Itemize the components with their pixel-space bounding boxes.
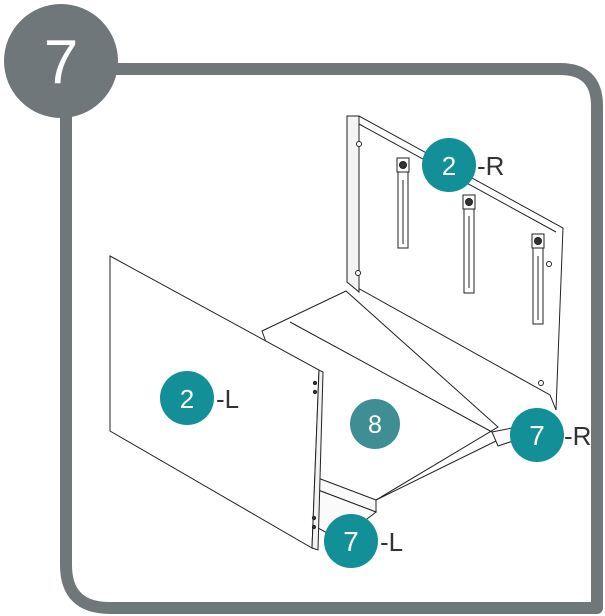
step-frame <box>60 63 603 614</box>
hanging-bracket <box>531 233 545 325</box>
back-rail-suffix: -R <box>564 421 591 451</box>
hanging-bracket <box>462 194 476 294</box>
left-panel-number: 2 <box>180 384 194 414</box>
step-badge: 7 <box>4 4 118 118</box>
part-label-front-rail: 7 -L <box>324 514 403 568</box>
back-rail-number: 7 <box>529 420 545 451</box>
part-label-back-panel: 2 -R <box>422 138 504 192</box>
hanging-bracket <box>396 157 410 249</box>
part-label-back-rail: 7 -R <box>510 408 591 462</box>
back-panel-suffix: -R <box>477 151 504 181</box>
part-label-bottom-panel: 8 <box>350 399 400 449</box>
left-side-panel <box>109 255 324 551</box>
front-rail-number: 7 <box>343 526 359 557</box>
left-panel-suffix: -L <box>216 384 239 414</box>
front-rail-suffix: -L <box>380 527 403 557</box>
back-panel-number: 2 <box>442 151 456 181</box>
bottom-panel-number: 8 <box>368 411 382 439</box>
step-number: 7 <box>44 28 78 97</box>
part-label-left-panel: 2 -L <box>160 371 239 425</box>
